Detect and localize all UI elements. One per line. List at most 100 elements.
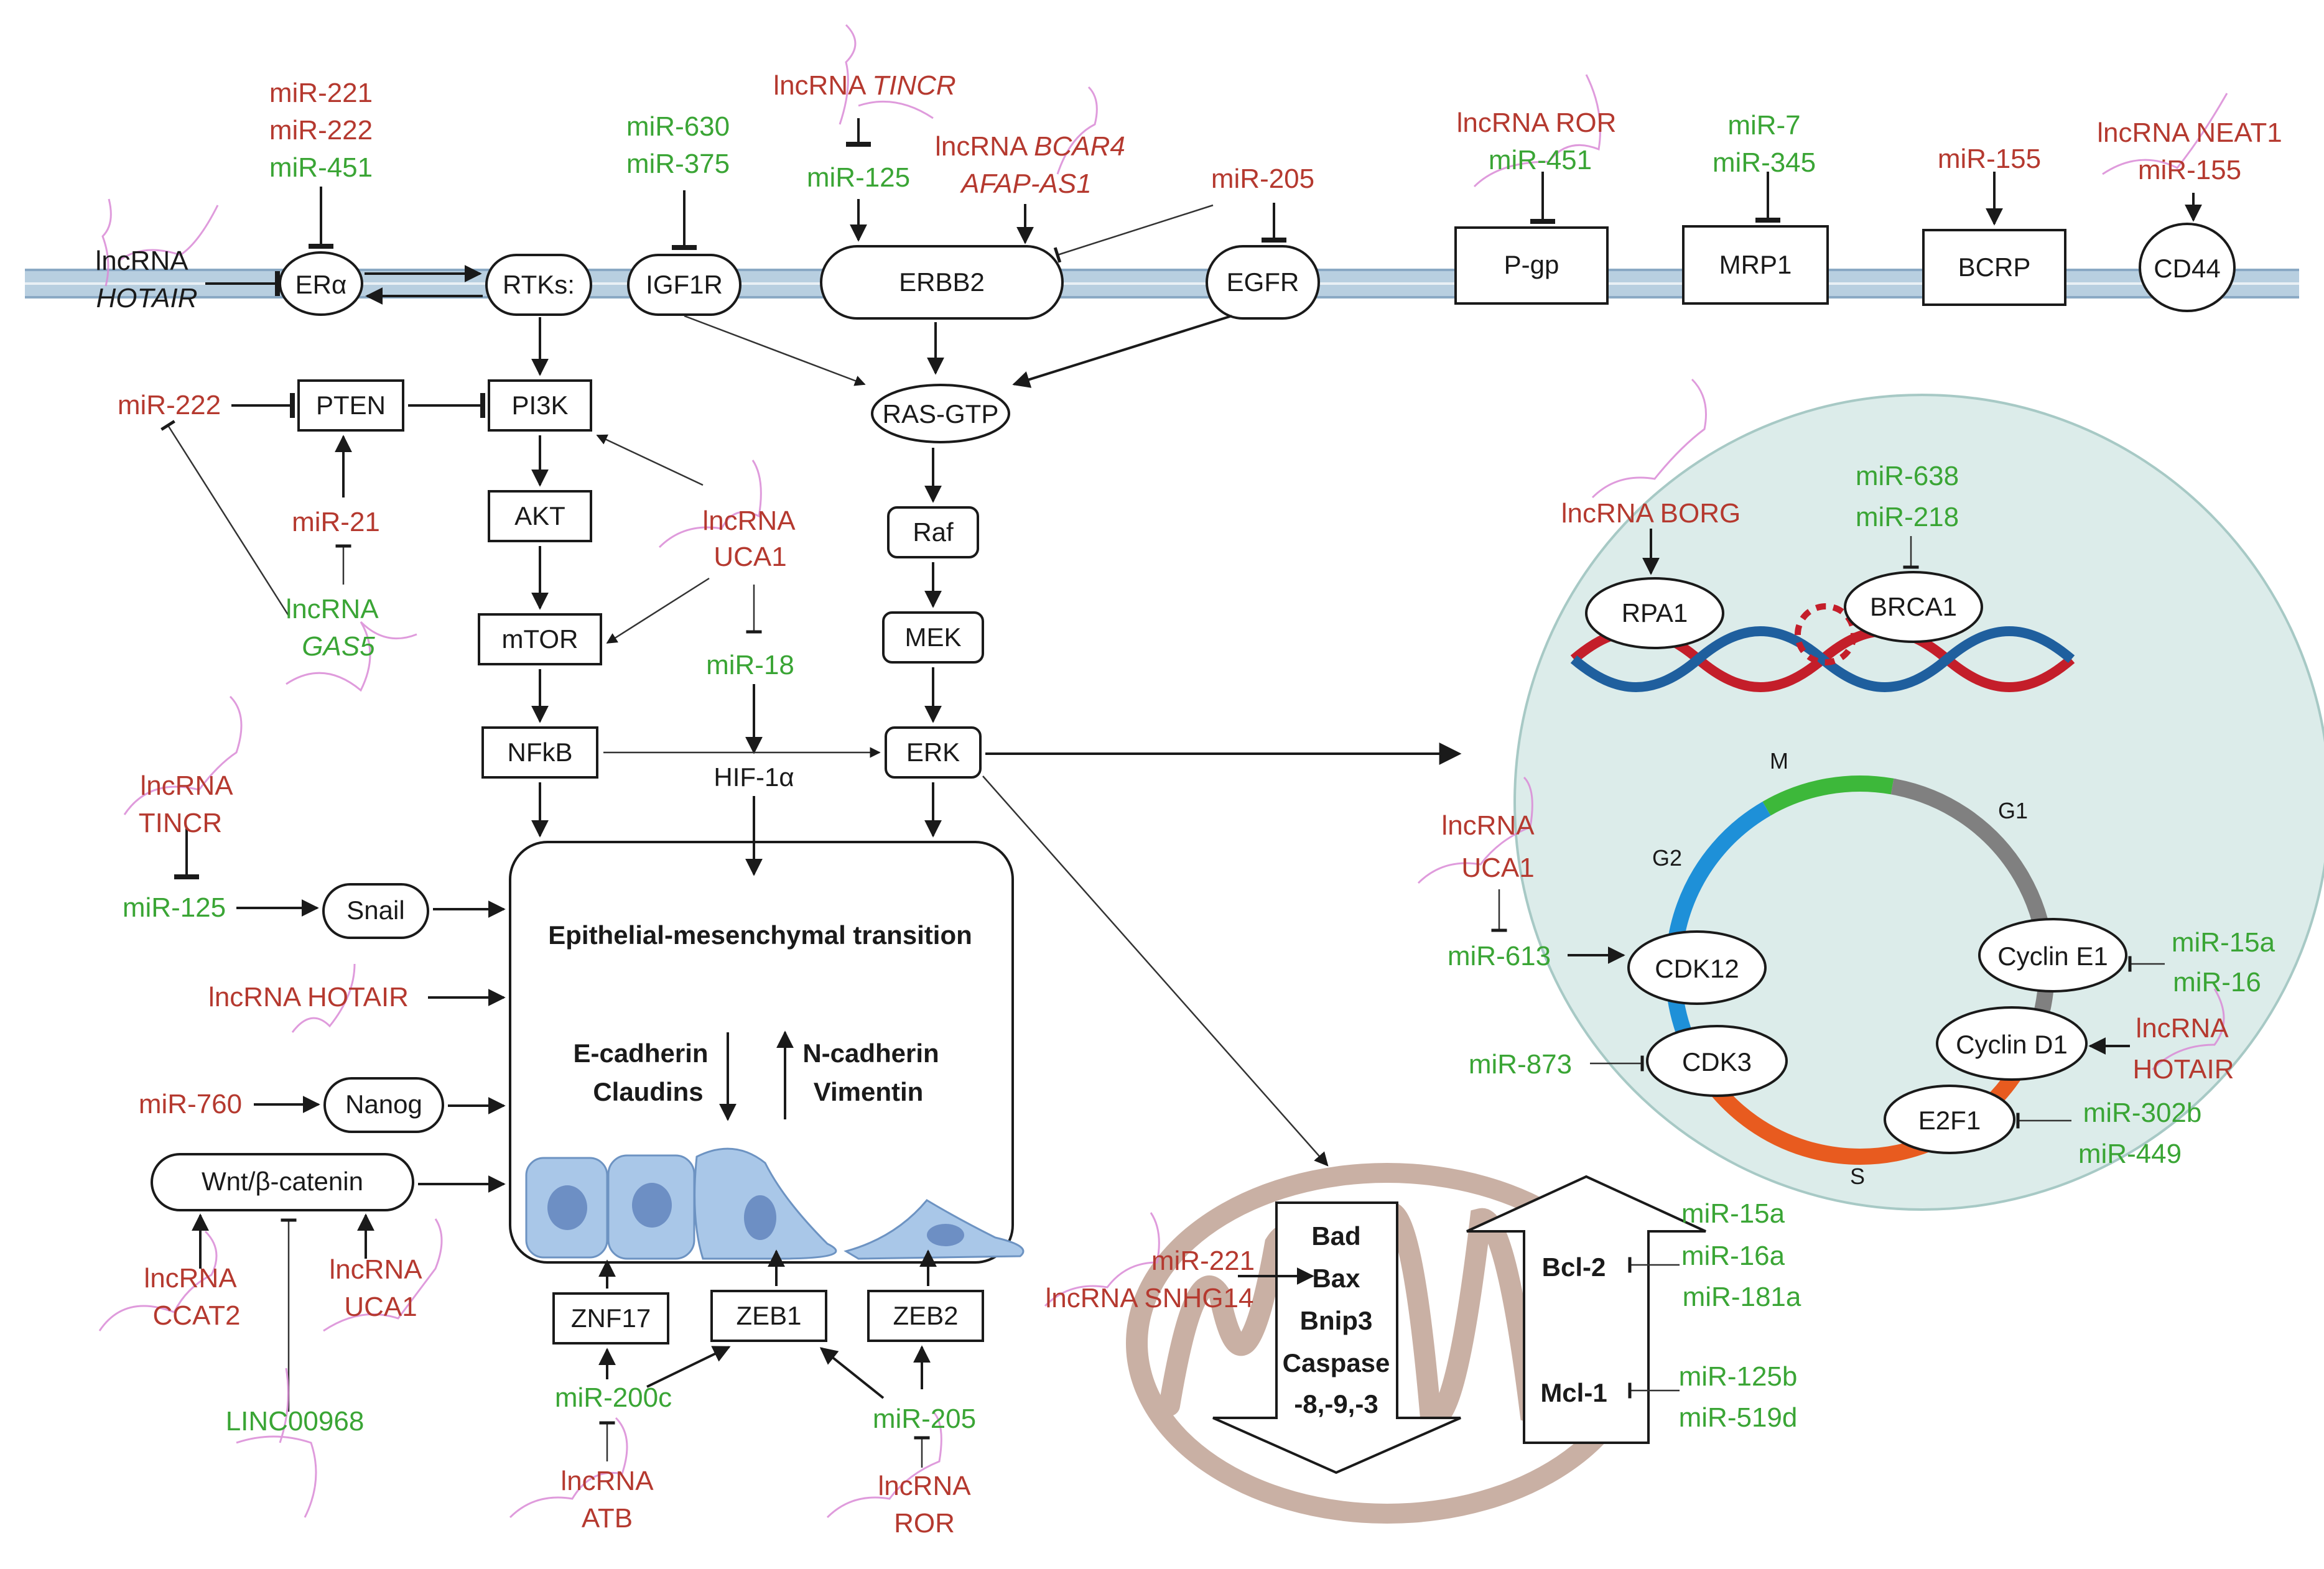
reg-uca1-nuc-lnc: lncRNA [1441,810,1535,841]
era-label: ERα [295,270,347,299]
reg-atb-name: ATB [582,1503,633,1534]
cd44-node [2139,223,2236,312]
reg-mir345: miR-345 [1713,147,1816,178]
hif-label: HIF-1α [713,762,794,792]
reg-linc00968: LINC00968 [226,1406,365,1437]
ras-node [871,384,1010,443]
zeb1-label: ZEB1 [736,1301,801,1330]
reg-mir7: miR-7 [1727,110,1800,141]
reg-mir16a: miR-16a [1681,1241,1785,1271]
cyclin-d1-node [1936,1006,2088,1081]
reg-mir221-top: miR-221 [269,78,373,108]
akt-label: AKT [514,501,565,530]
phase-s-label: S [1850,1164,1865,1189]
nanog-node [323,1077,444,1133]
reg-ccat2-lnc: lncRNA [144,1263,237,1294]
reg-snhg14: lncRNA SNHG14 [1045,1283,1253,1313]
reg-mir21: miR-21 [292,507,380,537]
mtor-label: mTOR [502,624,579,654]
reg-borg: lncRNA BORG [1561,498,1741,529]
cdk3-label: CDK3 [1682,1047,1752,1076]
reg-bcar4: lncRNA BCAR4 [935,131,1125,162]
reg-mir375: miR-375 [626,149,730,179]
pten-box [297,379,404,432]
znf17-box [552,1292,669,1345]
cyclin-e1-node [1978,918,2127,993]
ras-label: RAS-GTP [883,399,999,428]
reg-mir630: miR-630 [626,111,730,142]
reg-mir222-top: miR-222 [269,115,373,146]
reg-mir519d: miR-519d [1679,1402,1798,1433]
reg-hotair-emt: lncRNA HOTAIR [208,982,409,1012]
reg-mir613: miR-613 [1448,941,1551,971]
erbb2-node [820,245,1064,320]
bcrp-box [1922,229,2066,306]
reg-mir155-cd44: miR-155 [2138,155,2241,185]
egfr-label: EGFR [1227,267,1299,297]
reg-uca1-wnt-name: UCA1 [344,1292,417,1322]
reg-ccat2-name: CCAT2 [153,1300,241,1331]
cdk12-node [1627,930,1767,1005]
cell-membrane [25,269,2299,299]
cdk3-node [1646,1025,1788,1097]
mrp1-box [1682,225,1829,305]
reg-mir205-zeb: miR-205 [873,1404,976,1434]
mcl1-label: Mcl-1 [1540,1378,1607,1407]
bcl2-label: Bcl-2 [1542,1252,1606,1282]
era-receptor [279,251,363,316]
nfkb-box [481,726,598,779]
reg-mir638: miR-638 [1856,461,1959,491]
reg-mir451-pgp: miR-451 [1489,145,1592,175]
pro-apoptotic-down-arrow [1212,1201,1461,1474]
emt-cells-illustration [525,1147,1025,1260]
cyclin-e1-label: Cyclin E1 [1997,942,2108,971]
mtor-box [478,613,602,665]
reg-mir222-pten: miR-222 [118,390,221,420]
reg-gas5-lnc: lncRNA [286,594,379,624]
pten-label: PTEN [316,391,386,420]
reg-mir218: miR-218 [1856,502,1959,532]
phase-g1-label: G1 [1998,798,2028,823]
mek-box [882,611,984,664]
snail-label: Snail [346,896,404,925]
regulator-labels: miR-221 miR-222 miR-451 lncRNA HOTAIR mi… [95,70,2282,1539]
erk-label: ERK [906,738,960,767]
reg-mir221-mito: miR-221 [1151,1246,1255,1276]
pi3k-box [488,379,592,432]
wnt-label: Wnt/β-catenin [202,1167,363,1196]
ecad-label: E-cadherin [573,1039,708,1068]
emt-title: Epithelial-mesenchymal transition [548,920,972,950]
reg-mir18: miR-18 [706,650,794,680]
reg-mir15a-cyc: miR-15a [2172,927,2275,958]
nanog-label: Nanog [345,1090,422,1119]
reg-afap: AFAP-AS1 [959,169,1091,199]
claudins-label: Claudins [593,1077,703,1106]
reg-uca1-top-name: UCA1 [713,542,786,572]
pgp-label: P-gp [1504,250,1559,279]
ncad-label: N-cadherin [802,1039,939,1068]
reg-mir181a: miR-181a [1683,1282,1801,1312]
reg-mir16: miR-16 [2173,967,2261,997]
reg-mir125-top: miR-125 [807,162,910,193]
rtks-label: RTKs: [503,270,575,299]
bax-label: Bax [1312,1264,1360,1293]
snail-node [322,883,429,939]
reg-atb-lnc: lncRNA [560,1466,654,1496]
zeb2-box [867,1290,984,1342]
reg-ror-top: lncRNA ROR [1457,108,1617,138]
reg-hotair-name: HOTAIR [96,283,198,313]
reg-mir760: miR-760 [139,1089,242,1119]
bad-label: Bad [1311,1221,1360,1251]
reg-mir15a-bcl: miR-15a [1681,1198,1785,1229]
reg-mir451-top: miR-451 [269,152,373,183]
caspase-label: Caspase [1283,1348,1390,1377]
reg-uca1-wnt-lnc: lncRNA [329,1254,422,1285]
bnip3-label: Bnip3 [1300,1306,1373,1335]
pi3k-label: PI3K [511,391,568,420]
connections [160,118,2202,1468]
raf-box [887,506,979,558]
reg-hotair-nuc-name: HOTAIR [2133,1054,2234,1085]
reg-mir302b: miR-302b [2083,1098,2202,1128]
reg-ror-zeb-name: ROR [894,1508,955,1539]
